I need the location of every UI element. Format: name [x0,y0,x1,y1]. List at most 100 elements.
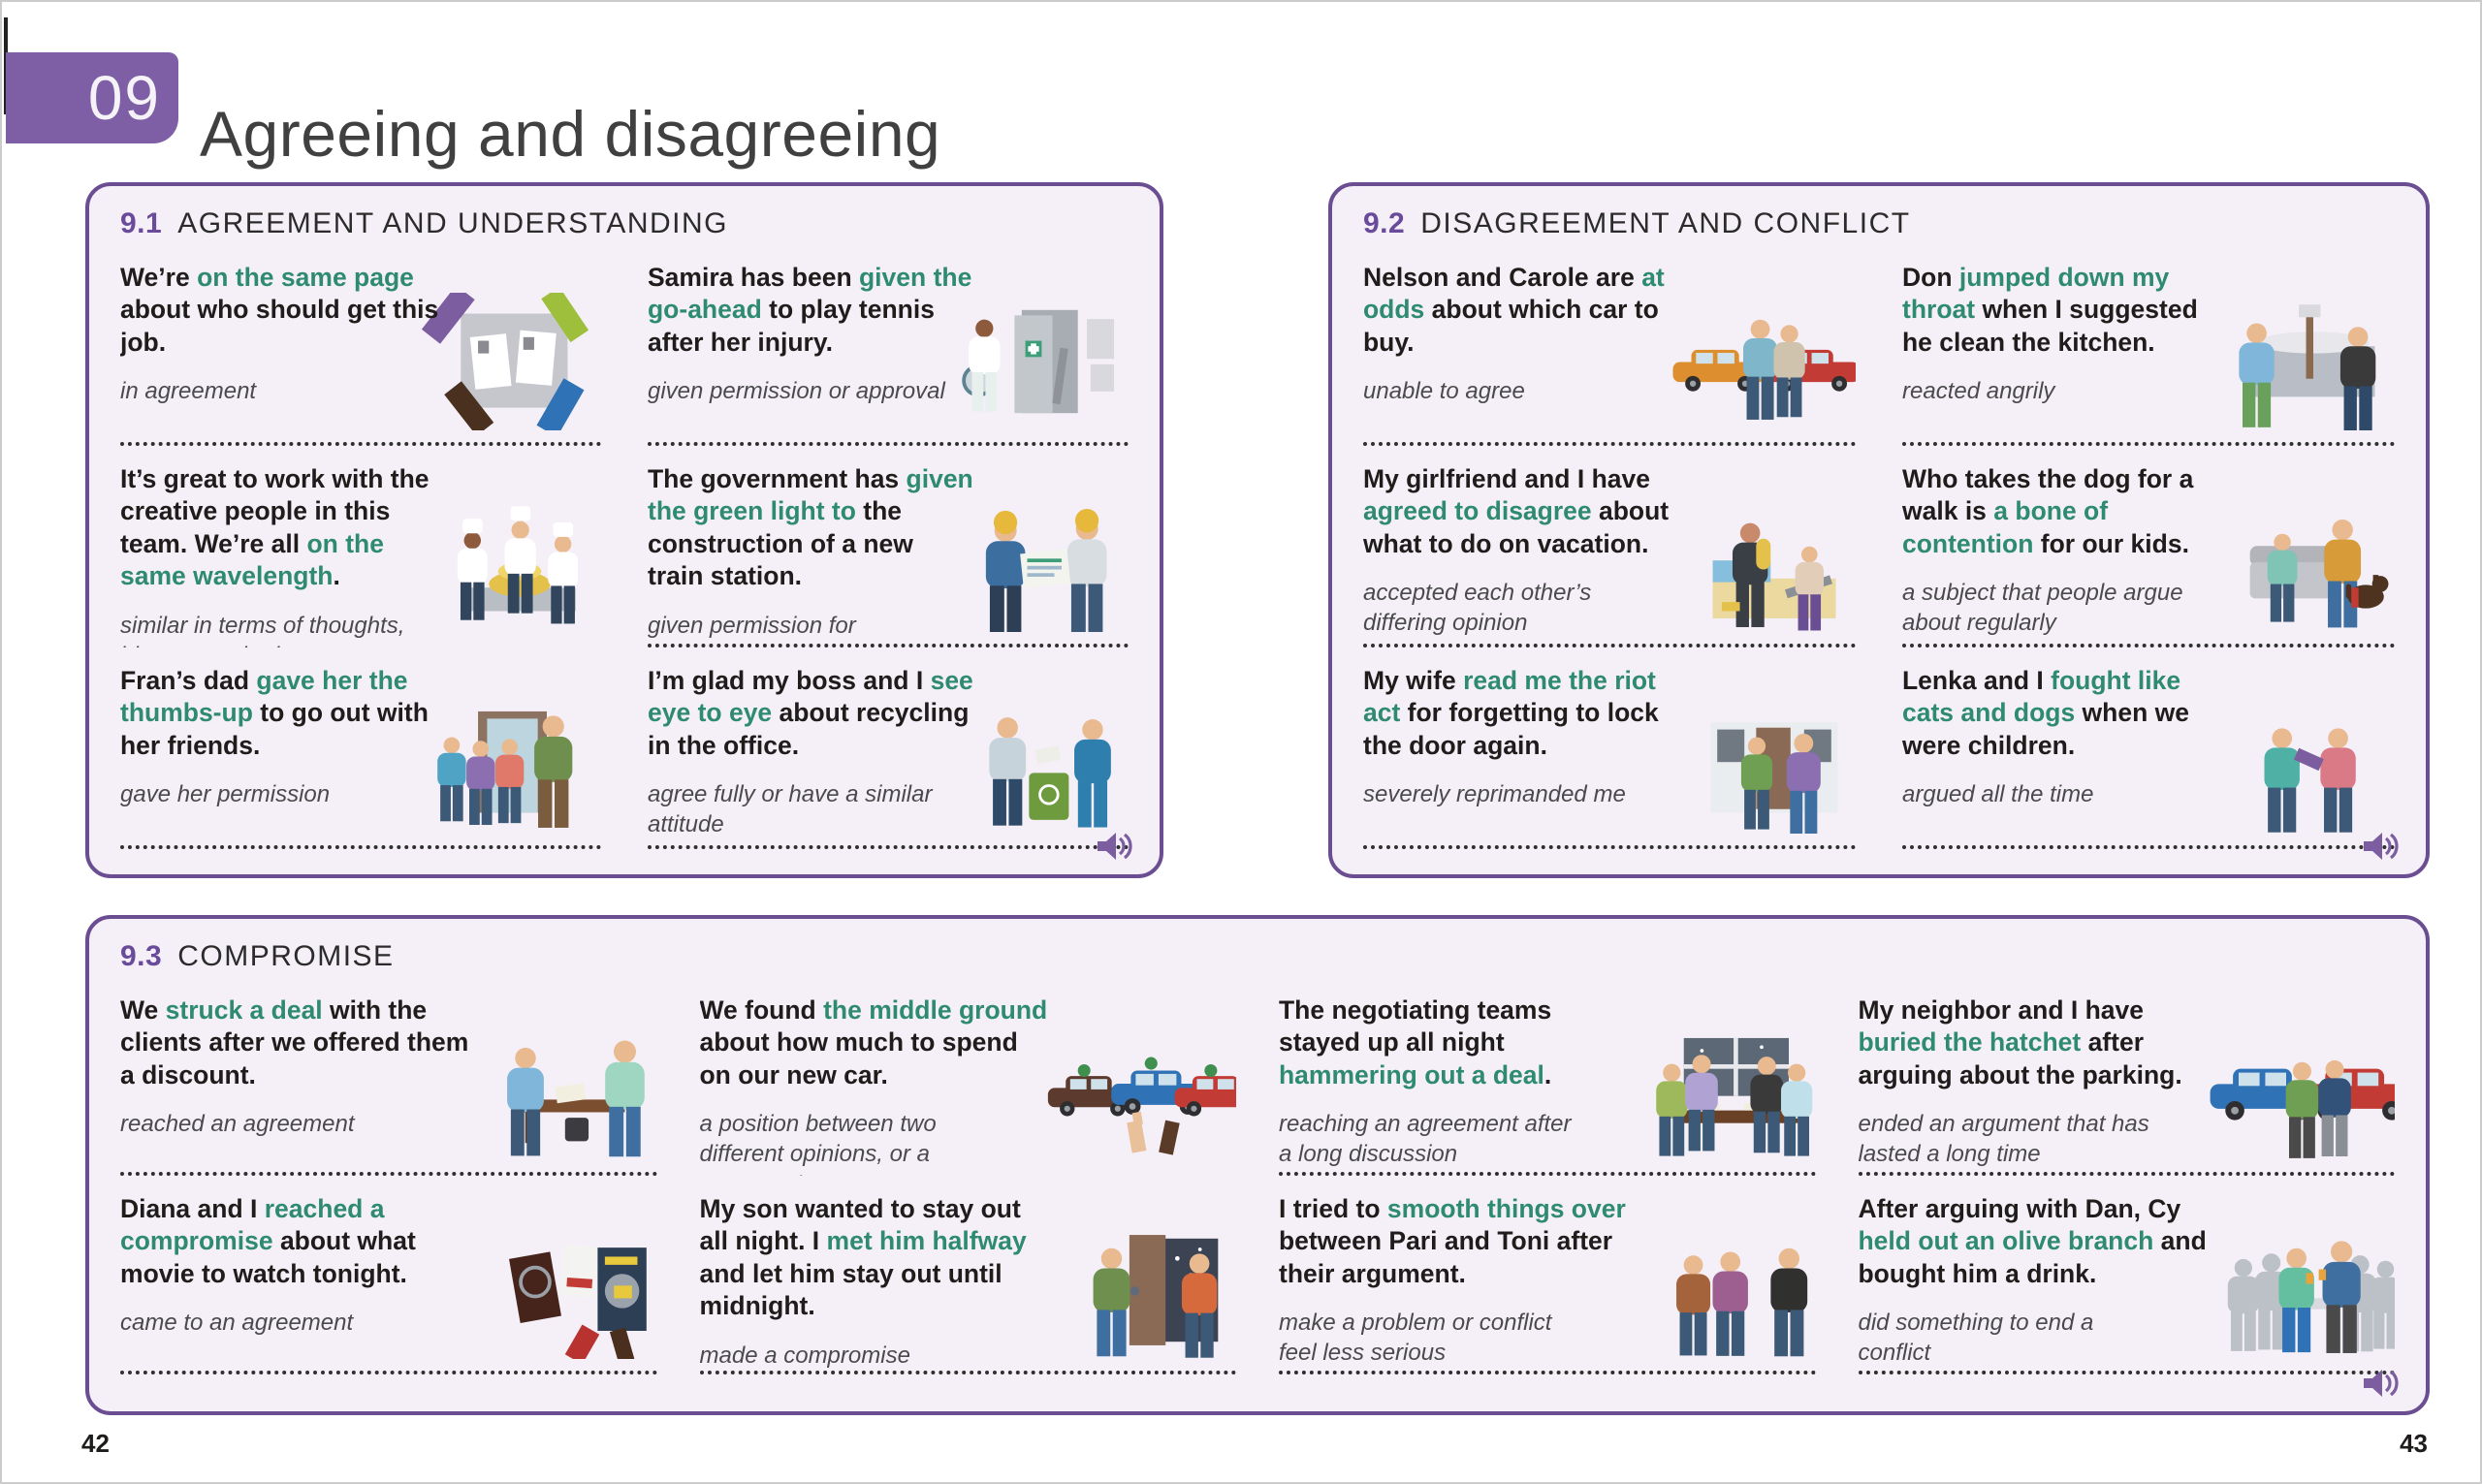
section-number: 9.2 [1363,207,1406,239]
idiom-entry: My son wanted to stay out all night. I m… [699,1176,1236,1374]
example-sentence: Samira has been given the go-ahead to pl… [648,263,972,357]
illustration-kitchen-argument [2205,293,2395,431]
column: Samira has been given the go-ahead to pl… [648,244,1129,849]
idiom-entry: We struck a deal with the clients after … [120,977,657,1176]
example-sentence: My girlfriend and I have agreed to disag… [1363,464,1670,558]
dotted-separator [648,442,1129,446]
column: Nelson and Carole are at odds about whic… [1363,244,1856,849]
illustration-neighbors-handshake-cars [2205,1023,2395,1160]
example-sentence: The government has given the green light… [648,464,973,591]
idiom-entry: Don jumped down my throat when I suggest… [1902,244,2395,446]
idiom-definition: gave her permission [120,781,331,808]
section-panel-compromise: 9.3 COMPROMISE We struck a deal with the … [85,915,2430,1415]
illustration-mother-son-at-door [1046,1221,1236,1359]
example-sentence: My neighbor and I have buried the hatche… [1858,995,2182,1089]
example-sentence: I’m glad my boss and I see eye to eye ab… [648,666,973,760]
example-sentence: My son wanted to stay out all night. I m… [699,1194,1027,1321]
example-sentence: After arguing with Dan, Cy held out an o… [1858,1194,2207,1288]
example-sentence: Nelson and Carole are at odds about whic… [1363,263,1665,357]
chapter-number-box: 09 [6,52,178,143]
idiom-definition: came to an agreement [120,1310,354,1337]
idiom-definition: severely reprimanded me [1363,781,1626,808]
dotted-separator [120,1172,657,1176]
idiom-definition: unable to agree [1363,378,1525,405]
dotted-separator [1279,1371,1816,1374]
example-sentence: Diana and I reached a compromise about w… [120,1194,416,1288]
dotted-separator [699,1371,1236,1374]
audio-speaker-icon [2360,1367,2399,1400]
idiom-entry: My wife read me the riot act for forgett… [1363,647,1856,849]
example-sentence: We struck a deal with the clients after … [120,995,469,1089]
dotted-separator [1902,845,2395,849]
columns: We’re on the same page about who should … [120,244,1129,849]
idiom-entry: After arguing with Dan, Cy held out an o… [1858,1176,2395,1374]
example-sentence: Don jumped down my throat when I suggest… [1902,263,2198,357]
idiom-definition: made a compromise [699,1342,910,1369]
columns: We struck a deal with the clients after … [120,977,2395,1374]
dotted-separator [1902,644,2395,647]
illustration-choosing-car-price [1046,1023,1236,1160]
illustration-tennis-player-clinic [939,293,1129,430]
illustration-dad-thumbs-up-door [411,696,601,834]
dotted-separator [648,644,1129,647]
illustration-children-fighting [2205,696,2395,834]
idiom-definition: a subject that people argue about regula… [1902,580,2183,637]
idiom-definition: make a problem or conflict feel less ser… [1279,1310,1552,1367]
illustration-office-recycling [939,696,1129,834]
example-sentence: Who takes the dog for a walk is a bone o… [1902,464,2194,558]
idiom-entry: Nelson and Carole are at odds about whic… [1363,244,1856,446]
idiom-definition: ended an argument that has lasted a long… [1858,1111,2149,1168]
illustration-drinks-at-bar [2205,1221,2395,1359]
audio-speaker-icon [1094,830,1132,863]
section-title: COMPROMISE [177,940,395,972]
idiom-entry: Samira has been given the go-ahead to pl… [648,244,1129,446]
illustration-movie-posters [467,1221,657,1365]
illustration-couple-between-cars [1666,293,1856,430]
idiom-definition: given permission or approval [648,378,945,405]
idiom-entry: Who takes the dog for a walk is a bone o… [1902,446,2395,647]
dotted-separator [120,1371,657,1374]
dotted-separator [1363,442,1856,446]
section-number: 9.1 [120,207,163,239]
idiom-definition: reached an agreement [120,1111,355,1138]
example-sentence: We found the middle ground about how muc… [699,995,1048,1089]
idiom-definition: agree fully or have a similar attitude [648,781,933,838]
illustration-chefs-decorating-cake [411,494,601,632]
illustration-choosing-resume [411,285,601,437]
illustration-night-negotiation [1626,1023,1816,1160]
column: The negotiating teams stayed up all nigh… [1279,977,1816,1374]
page-title: Agreeing and disagreeing [200,98,941,171]
example-sentence: We’re on the same page about who should … [120,263,439,357]
illustration-smoothing-things-over [1626,1221,1816,1359]
page-number-left: 42 [81,1429,110,1458]
idiom-entry: Fran’s dad gave her the thumbs-up to go … [120,647,601,849]
idiom-entry: The negotiating teams stayed up all nigh… [1279,977,1816,1176]
idiom-entry: I’m glad my boss and I see eye to eye ab… [648,647,1129,849]
idiom-definition: argued all the time [1902,781,2094,808]
section-header: 9.3 COMPROMISE [120,940,2395,973]
column: We’re on the same page about who should … [120,244,601,849]
column: Don jumped down my throat when I suggest… [1902,244,2395,849]
dotted-separator [1279,1172,1816,1176]
column: We struck a deal with the clients after … [120,977,657,1374]
idiom-definition: a position between two different opinion… [699,1111,937,1176]
section-number: 9.3 [120,940,163,972]
idiom-entry: I tried to smooth things over between Pa… [1279,1176,1816,1374]
illustration-beach-vacation [1666,494,1856,632]
dotted-separator [120,845,601,849]
illustration-construction-plans [939,494,1129,636]
idiom-definition: did something to end a conflict [1858,1310,2094,1367]
idiom-definition: reacted angrily [1902,378,2055,405]
chapter-number: 09 [87,63,161,133]
dotted-separator [1363,845,1856,849]
column: My neighbor and I have buried the hatche… [1858,977,2395,1374]
column: We found the middle ground about how muc… [699,977,1236,1374]
dotted-separator [1363,644,1856,647]
idiom-entry: My girlfriend and I have agreed to disag… [1363,446,1856,647]
dotted-separator [648,845,1129,849]
dotted-separator [1858,1371,2395,1374]
idiom-definition: similar in terms of thoughts, ideas, or … [120,612,405,648]
audio-speaker-icon [2360,830,2399,863]
